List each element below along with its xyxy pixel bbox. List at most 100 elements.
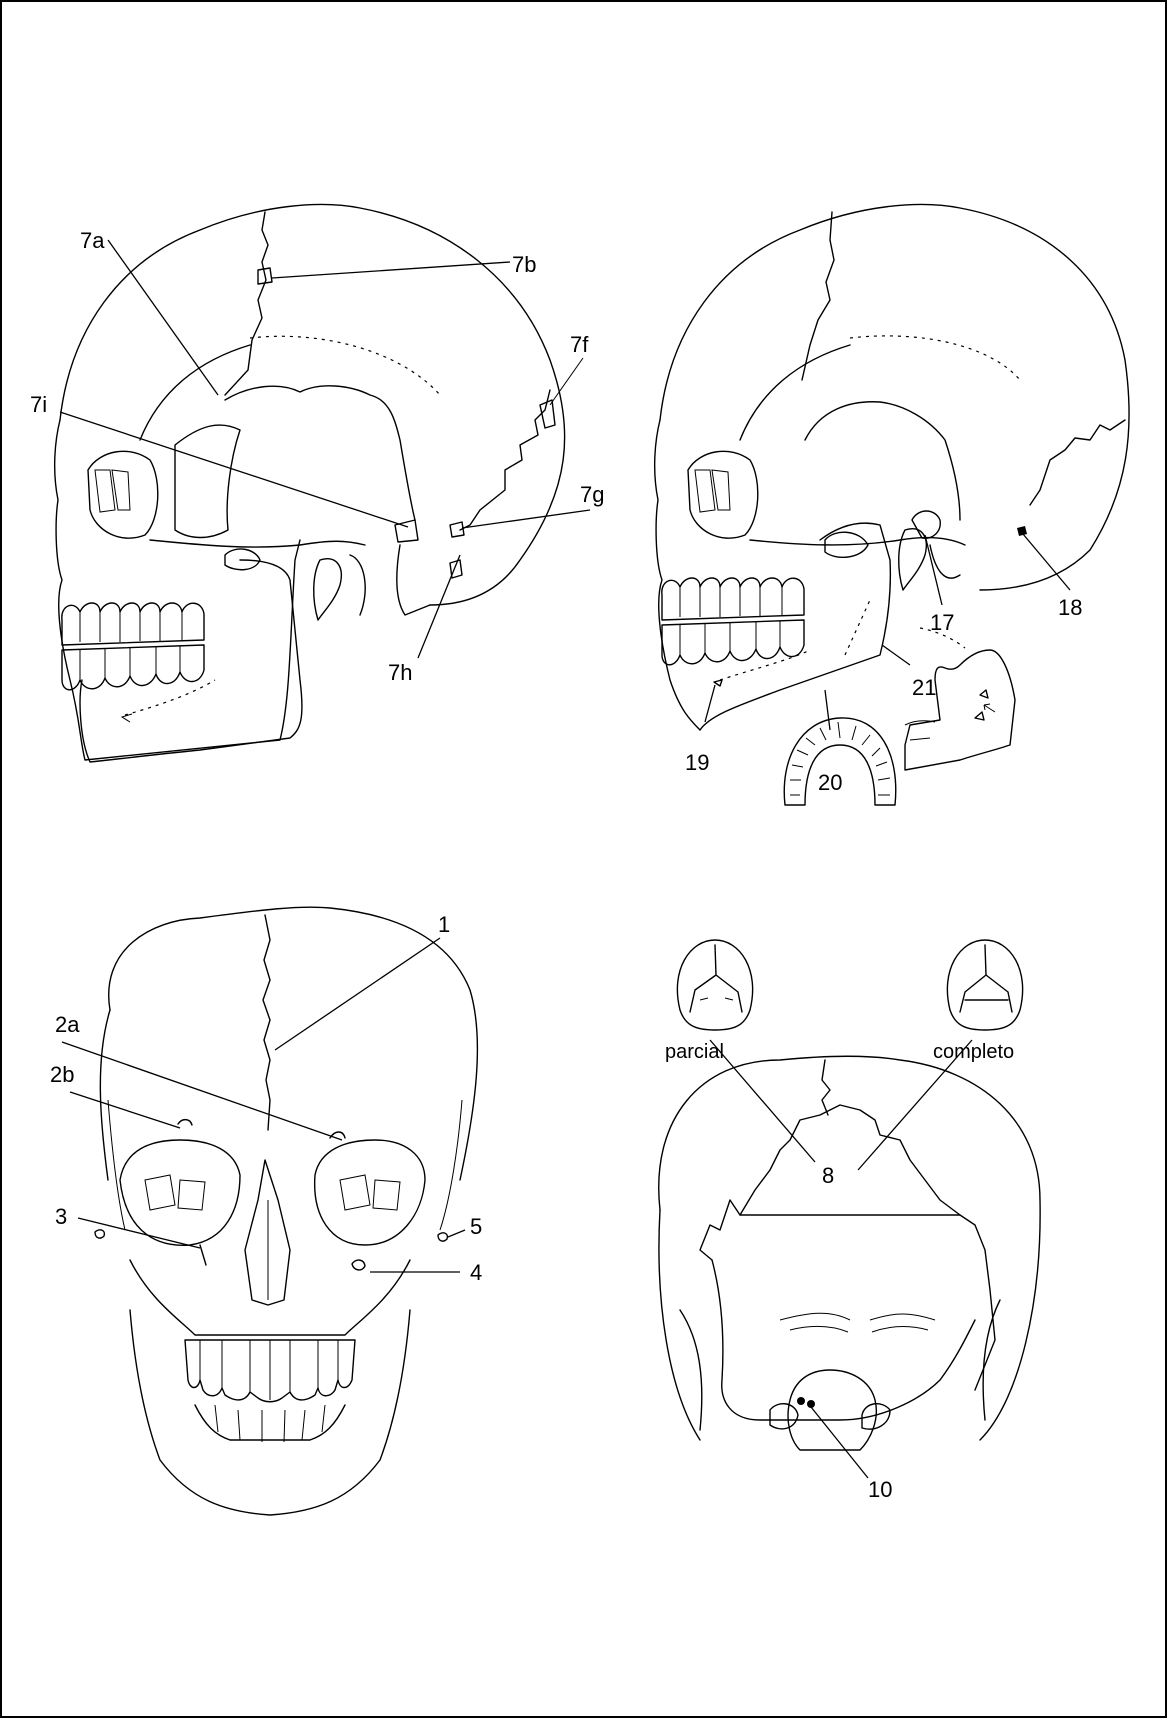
leader-19 (705, 685, 715, 722)
mastoid-left (680, 1310, 702, 1430)
superior-nuchal-line (780, 1313, 935, 1320)
right-orbit (315, 1140, 425, 1245)
foramen-dot-2 (807, 1400, 815, 1408)
label-7i: 7i (30, 392, 47, 417)
temporal-line (740, 345, 850, 440)
upper-teeth-frontal (185, 1340, 355, 1402)
label-7a: 7a (80, 228, 105, 253)
external-auditory-meatus (912, 511, 940, 538)
posterior-skull: parcial completo 8 10 (659, 940, 1040, 1502)
coronal-suture (802, 212, 834, 380)
label-17: 17 (930, 610, 954, 635)
label-3: 3 (55, 1204, 67, 1229)
ramus-dashed-line (845, 600, 870, 655)
left-orbit-inner (145, 1175, 205, 1210)
cranium-outline (109, 907, 478, 1180)
label-7f: 7f (570, 332, 589, 357)
mandible (80, 560, 302, 762)
zygomatic-arch (750, 538, 965, 545)
frontal-skull: 1 2a 2b 3 4 5 (50, 907, 482, 1515)
zygomatic-arch (150, 540, 365, 547)
leader-2b (70, 1092, 180, 1128)
inset-skull-parcial (677, 940, 752, 1030)
label-7b: 7b (512, 252, 536, 277)
zygomatic-foramen-left (95, 1230, 104, 1238)
lower-teeth (662, 620, 804, 665)
leader-5 (448, 1230, 465, 1237)
maxilla-outline (130, 1260, 410, 1335)
leader-1 (275, 938, 440, 1050)
interparietal-bone (740, 1105, 960, 1215)
infraorbital-suture (200, 1245, 206, 1265)
frontal-face-outline (655, 420, 700, 730)
leader-7a (108, 240, 218, 395)
foramen-dot-1 (797, 1397, 805, 1405)
supraorbital-notch-left (178, 1120, 192, 1125)
orbit-inner (695, 470, 730, 512)
foramen-magnum-region (788, 1370, 876, 1450)
mastoid-right (983, 1300, 1000, 1420)
orbit (688, 451, 758, 538)
coronal-suture (225, 212, 268, 395)
mental-arrow (122, 714, 132, 722)
mandibular-canal-dashed (720, 650, 810, 680)
leader-7i (60, 412, 408, 527)
lambdoid-suture (1030, 420, 1125, 505)
mandible (700, 523, 890, 730)
lateral-skull-left: 7a 7b 7f 7i 7g 7h (30, 204, 604, 762)
orbit (88, 451, 158, 538)
lateral-skull-right: 17 18 19 20 21 (655, 204, 1129, 805)
leader-21 (882, 645, 910, 665)
left-orbit (120, 1140, 240, 1245)
label-8: 8 (822, 1163, 834, 1188)
coronoid-process (314, 559, 342, 620)
lambdoid-suture (460, 390, 550, 530)
squamous-suture (225, 386, 415, 520)
label-10: 10 (868, 1477, 892, 1502)
right-orbit-inner (340, 1175, 400, 1210)
label-2a: 2a (55, 1012, 80, 1037)
label-20: 20 (818, 770, 842, 795)
label-21: 21 (912, 675, 936, 700)
infraorbital-foramen (352, 1260, 365, 1270)
sagittal-suture-top (822, 1060, 830, 1115)
label-2b: 2b (50, 1062, 74, 1087)
sphenoid-greater-wing (175, 425, 240, 538)
inferior-nuchal-line (790, 1326, 928, 1332)
temporal-lines-left (108, 1100, 125, 1230)
leader-7h (418, 555, 460, 658)
lambdoid-suture-zigzag-left (700, 1200, 740, 1260)
label-5: 5 (470, 1214, 482, 1239)
label-18: 18 (1058, 595, 1082, 620)
label-completo: completo (933, 1041, 1014, 1063)
cranium-left-side (100, 1010, 110, 1180)
mandible-inset (905, 650, 1015, 770)
leader-7f (550, 358, 583, 405)
temporal-line (140, 345, 250, 440)
zygomatic-foramen-right (438, 1233, 447, 1241)
upper-teeth (662, 578, 804, 620)
leader-7b (272, 262, 510, 278)
label-7h: 7h (388, 660, 412, 685)
label-19: 19 (685, 750, 709, 775)
inset-skull-completo (947, 940, 1022, 1030)
leader-7g (462, 510, 590, 528)
label-7g: 7g (580, 482, 604, 507)
temporal-line-dashed (850, 336, 1020, 380)
leader-18 (1023, 534, 1070, 590)
squamous-suture (805, 402, 960, 520)
lambdoid-suture-zigzag-right (960, 1215, 995, 1390)
temporal-lines-right (440, 1100, 462, 1230)
cranial-vault-outline (660, 204, 1129, 590)
frontal-face-outline (55, 420, 300, 760)
lambdoid-ossicle (540, 400, 555, 428)
leader-20 (825, 690, 830, 730)
leader-10 (811, 1407, 868, 1478)
leader-2a (62, 1042, 342, 1140)
leader-3 (78, 1218, 200, 1248)
upper-teeth (62, 603, 204, 645)
cranial-vault-outline (60, 204, 565, 605)
mastoid-region (350, 545, 430, 615)
orbit-inner (95, 470, 130, 512)
